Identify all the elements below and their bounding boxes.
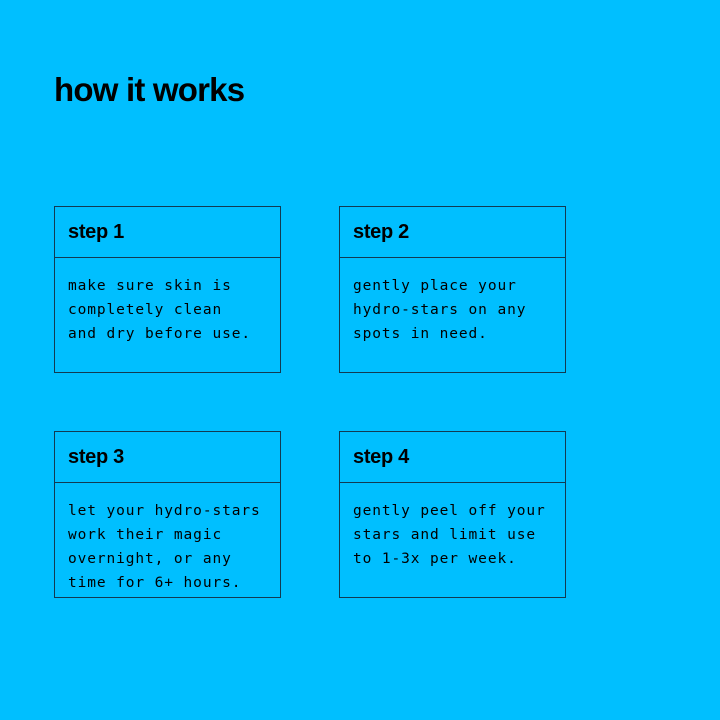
step-card-text-4: gently peel off your stars and limit use… [353,503,546,567]
step-card-header-1: step 1 [55,207,280,258]
step-card-label-4: step 4 [353,446,410,468]
step-card-label-3: step 3 [68,446,125,468]
page-title: how it works [54,71,245,108]
step-card-header-3: step 3 [55,432,280,483]
step-card-body-2: gently place your hydro-stars on any spo… [340,258,565,372]
step-card-1: step 1 make sure skin is completely clea… [54,206,281,373]
step-card-4: step 4 gently peel off your stars and li… [339,431,566,598]
step-card-text-3: let your hydro-stars work their magic ov… [68,503,261,591]
step-card-header-2: step 2 [340,207,565,258]
step-card-body-4: gently peel off your stars and limit use… [340,483,565,597]
step-card-label-2: step 2 [353,221,410,243]
step-card-text-1: make sure skin is completely clean and d… [68,278,251,342]
step-card-label-1: step 1 [68,221,125,243]
step-card-body-1: make sure skin is completely clean and d… [55,258,280,372]
step-card-2: step 2 gently place your hydro-stars on … [339,206,566,373]
step-card-3: step 3 let your hydro-stars work their m… [54,431,281,598]
step-card-text-2: gently place your hydro-stars on any spo… [353,278,527,342]
step-card-header-4: step 4 [340,432,565,483]
step-card-body-3: let your hydro-stars work their magic ov… [55,483,280,597]
steps-grid: step 1 make sure skin is completely clea… [54,206,566,598]
